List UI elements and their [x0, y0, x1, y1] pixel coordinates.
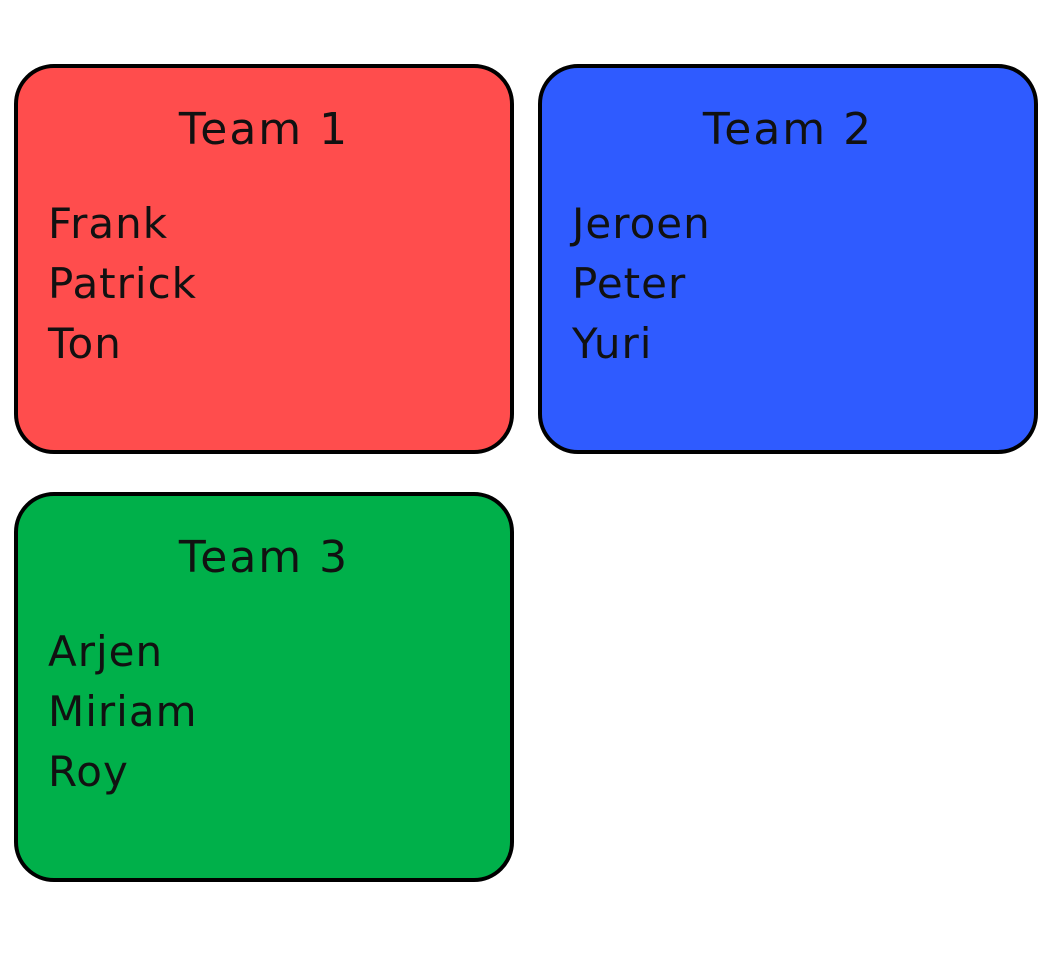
member-list: Frank Patrick Ton	[48, 194, 197, 374]
list-item: Frank	[48, 199, 169, 248]
team-card-1[interactable]: Team 1 Frank Patrick Ton	[14, 64, 514, 454]
team-title: Team 2	[702, 104, 874, 155]
list-item: Yuri	[572, 319, 653, 368]
list-item: Arjen	[48, 627, 164, 676]
list-item: Miriam	[48, 687, 198, 736]
team-card-2[interactable]: Team 2 Jeroen Peter Yuri	[538, 64, 1038, 454]
list-item: Ton	[48, 319, 122, 368]
team-title: Team 1	[178, 104, 350, 155]
list-item: Peter	[572, 259, 687, 308]
team-card-3[interactable]: Team 3 Arjen Miriam Roy	[14, 492, 514, 882]
list-item: Jeroen	[572, 199, 711, 248]
member-list: Arjen Miriam Roy	[48, 622, 198, 802]
team-title: Team 3	[178, 532, 350, 583]
list-item: Patrick	[48, 259, 197, 308]
member-list: Jeroen Peter Yuri	[572, 194, 711, 374]
list-item: Roy	[48, 747, 129, 796]
